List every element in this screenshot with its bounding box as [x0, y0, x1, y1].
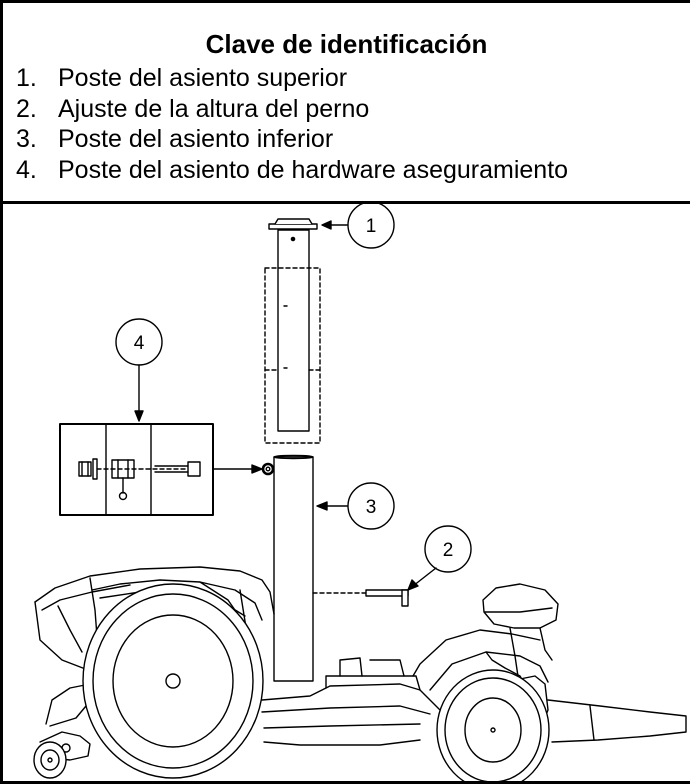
callout-2-leader [407, 525, 472, 591]
key-item-label: Poste del asiento inferior [58, 125, 334, 153]
dashed-post-outline [264, 267, 321, 444]
key-item-3: 3. Poste del asiento inferior [16, 124, 568, 155]
upper-seat-post [268, 218, 318, 432]
hardware-inset-box [59, 423, 263, 516]
key-item-number: 1. [16, 64, 37, 92]
front-wheel [82, 583, 264, 779]
key-item-number: 3. [16, 125, 37, 153]
key-item-4: 4. Poste del asiento de hardware asegura… [16, 155, 568, 186]
key-item-1: 1. Poste del asiento superior [16, 63, 568, 94]
key-title: Clave de identificación [205, 29, 488, 59]
callout-4-label: 4 [134, 333, 145, 354]
callout-2-label: 2 [443, 540, 454, 561]
key-item-label: Poste del asiento superior [58, 64, 348, 92]
key-item-label: Poste del asiento de hardware aseguramie… [58, 155, 569, 184]
callout-1-leader [321, 204, 395, 249]
key-list: 1. Poste del asiento superior 2. Ajuste … [16, 63, 568, 185]
key-item-2: 2. Ajuste de la altura del perno [16, 94, 568, 125]
tractor-seat-post-drawing: 1 2 3 4 [3, 204, 690, 781]
identification-key: Clave de identificación 1. Poste del asi… [3, 3, 690, 201]
key-item-number: 4. [16, 155, 37, 184]
callout-1-label: 1 [366, 216, 377, 237]
callout-3-label: 3 [366, 497, 377, 518]
key-divider [0, 201, 690, 204]
height-adjust-pin [312, 589, 409, 607]
callout-3-leader [316, 482, 395, 530]
line-drawing: 1 2 3 4 [33, 204, 687, 781]
key-item-number: 2. [16, 94, 37, 123]
rear-wheel [436, 669, 550, 781]
front-caster-wheel [33, 741, 67, 779]
callout-4-leader [115, 318, 163, 422]
lower-seat-post [261, 454, 314, 682]
key-item-label: Ajuste de la altura del perno [58, 94, 370, 123]
